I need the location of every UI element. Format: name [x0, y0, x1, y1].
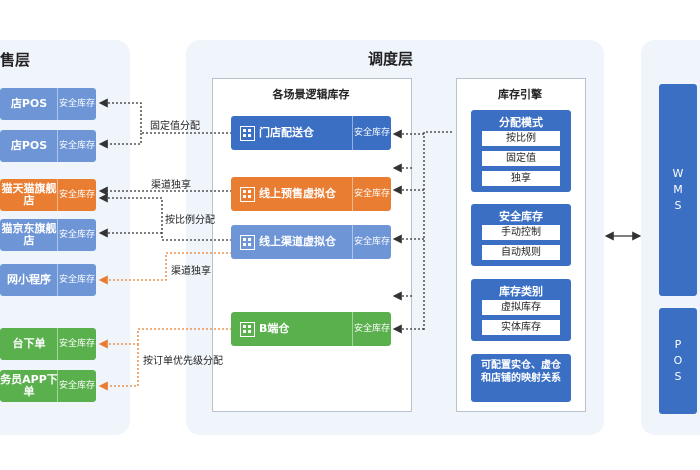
- engine-group-title: 库存类别: [499, 285, 543, 298]
- scene-node-name: 门店配送仓: [259, 126, 314, 139]
- warehouse-icon: [240, 235, 255, 250]
- system-label: POS: [673, 338, 683, 383]
- sales-node-name: 猫天猫旗舰店: [1, 182, 57, 207]
- sales-node-name: 务员APP下单: [0, 373, 58, 398]
- scene-node-store-delivery: 门店配送仓 安全库存: [231, 116, 391, 150]
- safety-stock-tag: 安全库存: [352, 116, 391, 150]
- scene-node-channel-virtual: 线上渠道虚拟仓 安全库存: [231, 225, 391, 259]
- safety-stock-tag: 安全库存: [352, 225, 391, 259]
- flow-label-proportional: 按比例分配: [165, 215, 215, 226]
- safety-stock-tag: 安全库存: [57, 88, 96, 120]
- flow-label-order-priority: 按订单优先级分配: [143, 356, 223, 367]
- engine-group-title: 分配模式: [499, 116, 543, 129]
- sales-node-name: 店POS: [10, 97, 48, 110]
- engine-option: 独享: [482, 171, 560, 186]
- sales-node-pos-2: 店POS 安全库存: [0, 130, 96, 162]
- sales-node-name: 台下单: [12, 337, 46, 350]
- scene-node-name: 线上渠道虚拟仓: [259, 235, 336, 248]
- safety-stock-tag: 安全库存: [57, 179, 96, 211]
- safety-stock-tag: 安全库存: [57, 370, 96, 402]
- scene-node-name: B端仓: [259, 322, 290, 335]
- safety-stock-tag: 安全库存: [57, 264, 96, 296]
- scene-node-b-warehouse: B端仓 安全库存: [231, 312, 391, 346]
- engine-group-allocation-mode: 分配模式 按比例 固定值 独享: [471, 110, 571, 192]
- engine-group-title: 安全库存: [499, 210, 543, 223]
- system-pos: POS: [659, 308, 697, 414]
- dispatch-layer-title: 调度层: [368, 50, 414, 68]
- engine-option: 虚拟库存: [482, 300, 560, 315]
- sales-node-name: 猫京东旗舰店: [1, 222, 57, 247]
- engine-option: 手动控制: [482, 225, 560, 240]
- sales-node-staff-app: 务员APP下单 安全库存: [0, 370, 96, 402]
- engine-group-safety-stock: 安全库存 手动控制 自动规则: [471, 204, 571, 266]
- flow-label-channel-exclusive-1: 渠道独享: [151, 180, 191, 191]
- sales-node-name: 网小程序: [7, 273, 51, 286]
- sales-node-mini-program: 网小程序 安全库存: [0, 264, 96, 296]
- sales-node-platform-order: 台下单 安全库存: [0, 328, 96, 360]
- sales-node-tmall: 猫天猫旗舰店 安全库存: [0, 179, 96, 211]
- safety-stock-tag: 安全库存: [352, 177, 391, 211]
- sales-node-name: 店POS: [10, 139, 48, 152]
- warehouse-icon: [240, 126, 255, 141]
- sales-layer-title: 售层: [0, 51, 31, 69]
- engine-option: 按比例: [482, 131, 560, 146]
- engine-option: 实体库存: [482, 320, 560, 335]
- system-wms: WMS: [659, 84, 697, 296]
- warehouse-icon: [240, 322, 255, 337]
- sales-node-pos-1: 店POS 安全库存: [0, 88, 96, 120]
- safety-stock-tag: 安全库存: [57, 219, 96, 251]
- safety-stock-tag: 安全库存: [57, 130, 96, 162]
- engine-group-stock-type: 库存类别 虚拟库存 实体库存: [471, 279, 571, 341]
- sales-node-jd: 猫京东旗舰店 安全库存: [0, 219, 96, 251]
- warehouse-icon: [240, 187, 255, 202]
- system-label: WMS: [672, 167, 684, 212]
- scene-node-presale-virtual: 线上预售虚拟仓 安全库存: [231, 177, 391, 211]
- scene-node-name: 线上预售虚拟仓: [259, 187, 336, 200]
- flow-label-channel-exclusive-2: 渠道独享: [171, 266, 211, 277]
- engine-option: 固定值: [482, 151, 560, 166]
- engine-mapping-note: 可配置实仓、虚仓和店铺的映射关系: [471, 354, 571, 402]
- engine-note-text: 可配置实仓、虚仓和店铺的映射关系: [481, 360, 561, 384]
- logical-inventory-title: 各场景逻辑库存: [272, 88, 350, 101]
- safety-stock-tag: 安全库存: [352, 312, 391, 346]
- inventory-engine-title: 库存引擎: [498, 88, 542, 101]
- safety-stock-tag: 安全库存: [57, 328, 96, 360]
- flow-label-fixed-value: 固定值分配: [150, 121, 200, 132]
- engine-option: 自动规则: [482, 245, 560, 260]
